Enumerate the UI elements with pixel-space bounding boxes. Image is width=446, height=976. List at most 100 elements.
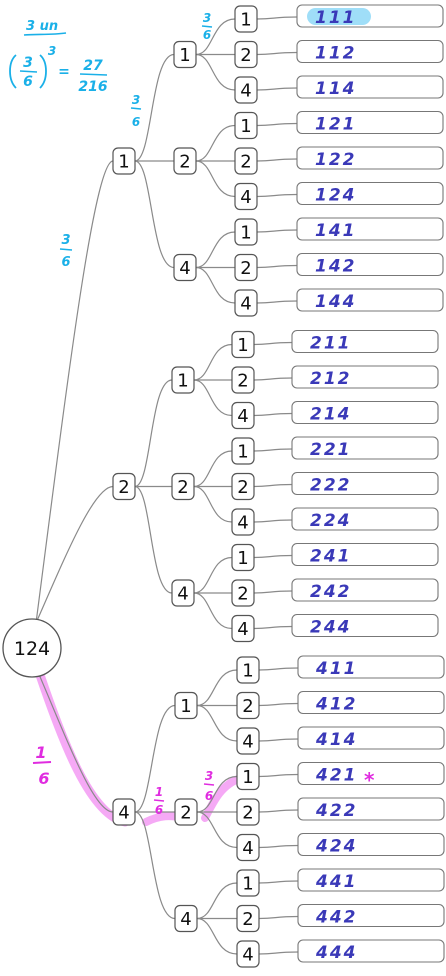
edge-root-1 [35, 160, 114, 624]
outcome-242-text: 242 [310, 582, 352, 602]
edge-to-result-214 [253, 412, 293, 417]
level1-node-4: 4 [112, 798, 136, 826]
edge-21-4 [193, 379, 233, 417]
prob-first-level-num: 3 [61, 233, 70, 248]
outcome-212-text: 212 [310, 369, 352, 389]
formula-fraction-bar [19, 70, 38, 73]
outcome-224: 224 [291, 507, 439, 531]
leaf-node-444: 4 [236, 940, 260, 968]
outcome-412: 412 [297, 690, 445, 715]
edge-22-4 [193, 485, 233, 523]
leaf-node-142-label: 2 [240, 258, 251, 279]
outcome-214-text: 214 [310, 405, 352, 425]
outcome-121: 121 [296, 110, 444, 135]
leaf-node-242: 2 [231, 579, 255, 607]
pink-prob-third-den: 6 [205, 789, 213, 803]
leaf-node-121: 1 [234, 111, 258, 140]
edge-4-4 [134, 811, 176, 920]
edge-11-4 [195, 53, 236, 91]
outcome-112-text: 112 [315, 44, 357, 64]
edge-41-4 [196, 704, 238, 742]
level2-node-12: 2 [173, 147, 197, 175]
edge-to-result-141 [256, 229, 298, 233]
leaf-node-221-label: 1 [237, 442, 248, 463]
level2-node-14: 4 [173, 253, 197, 282]
leaf-node-412: 2 [236, 691, 260, 720]
leaf-node-442: 2 [236, 904, 260, 933]
level2-node-12-label: 2 [179, 152, 190, 173]
leaf-node-211-label: 1 [237, 335, 248, 356]
prob-third-level-bar [201, 25, 213, 28]
leaf-node-442-label: 2 [242, 909, 253, 930]
edge-to-result-114 [256, 87, 298, 91]
level2-node-22-label: 2 [177, 477, 188, 498]
level2-node-22: 2 [171, 472, 195, 501]
leaf-node-414: 4 [236, 727, 260, 755]
outcome-414-text: 414 [315, 730, 358, 750]
outcome-441-text: 441 [315, 872, 358, 892]
outcome-242: 242 [291, 578, 439, 602]
level1-node-4-label: 4 [118, 803, 129, 824]
leaf-node-142: 2 [234, 253, 258, 282]
leaf-node-114-label: 4 [240, 81, 251, 102]
level2-node-44-label: 4 [180, 909, 191, 930]
edge-to-result-442 [258, 915, 299, 920]
outcome-424: 424 [297, 832, 445, 857]
pink-prob-second-den: 6 [155, 803, 163, 817]
edge-1-4 [134, 160, 175, 269]
outcome-442-text: 442 [315, 908, 358, 928]
outcome-212: 212 [291, 365, 439, 389]
pink-prob-first-den: 6 [38, 769, 49, 788]
outcome-222-text: 222 [310, 476, 352, 496]
leaf-node-141: 1 [234, 218, 258, 246]
leaf-node-221: 1 [231, 437, 255, 465]
level2-node-42-label: 2 [180, 803, 191, 824]
level1-node-2: 2 [112, 472, 136, 501]
leaf-node-144-label: 4 [240, 294, 251, 315]
edge-to-result-224 [253, 519, 293, 523]
leaf-node-241-label: 1 [237, 548, 248, 569]
edge-24-1 [193, 556, 233, 594]
leaf-node-212-label: 2 [237, 371, 248, 392]
leaf-node-224-label: 4 [237, 513, 248, 534]
level2-node-11: 1 [173, 40, 197, 69]
outcome-142-text: 142 [315, 257, 357, 277]
outcome-241-text: 241 [310, 547, 352, 567]
pink-prob-first-bar [32, 761, 52, 764]
edge-root-2 [35, 485, 114, 624]
prob-first-level-den: 6 [61, 255, 70, 270]
outcome-121-text: 121 [315, 115, 357, 135]
prob-second-level-bar [130, 107, 142, 110]
edge-root-4 [37, 671, 114, 813]
outcome-142: 142 [296, 252, 444, 277]
pink-prob-second-bar [153, 799, 165, 802]
edge-44-1 [196, 882, 238, 920]
edge-to-result-121 [256, 122, 298, 127]
leaf-node-111-label: 1 [240, 10, 251, 31]
formula-numerator: 3 [23, 55, 33, 71]
root-label: 124 [14, 638, 50, 660]
formula-result-numerator: 27 [83, 58, 103, 74]
leaf-node-141-label: 1 [240, 223, 251, 244]
leaf-node-112: 2 [234, 40, 258, 69]
outcome-444-text: 444 [315, 943, 358, 963]
level2-node-21-label: 1 [177, 371, 188, 392]
leaf-node-414-label: 4 [242, 732, 253, 753]
level1-node-1-label: 1 [118, 152, 129, 173]
pink-prob-third-bar [203, 783, 215, 786]
outcome-144-text: 144 [315, 292, 357, 312]
edge-to-result-414 [258, 738, 299, 742]
leaf-node-441: 1 [236, 869, 260, 897]
edge-to-result-221 [253, 448, 293, 452]
prob-second-level-num: 3 [132, 93, 140, 107]
leaf-node-222-label: 2 [237, 477, 248, 498]
edge-12-4 [195, 160, 236, 198]
outcome-111-text: 111 [315, 8, 357, 28]
cyan-annotations: 3 un 3 6 3 = 27 216 3 6 3 6 3 6 [9, 11, 213, 270]
outcome-211: 211 [291, 329, 439, 354]
leaf-node-244-label: 4 [237, 619, 248, 640]
edge-14-1 [195, 231, 236, 269]
prob-second-level-den: 6 [132, 115, 140, 129]
